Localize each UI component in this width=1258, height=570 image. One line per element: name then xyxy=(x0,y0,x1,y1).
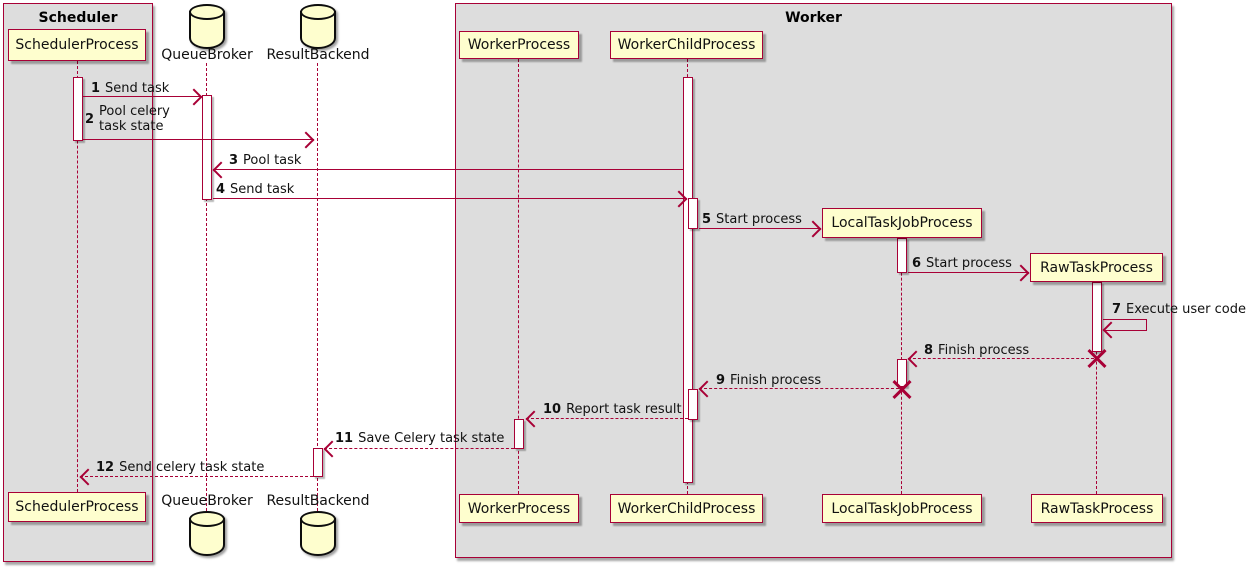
message-9-line xyxy=(699,388,899,389)
message-6-line xyxy=(908,272,1029,273)
activation-workerchildprocess-nested-1 xyxy=(688,198,698,229)
participant-workerprocess-bottom: WorkerProcess xyxy=(459,494,579,523)
destroy-x-icon xyxy=(892,379,912,399)
group-worker-title: Worker xyxy=(785,10,842,26)
participant-resultbackend-bottom: ResultBackend xyxy=(266,493,370,509)
message-1-line xyxy=(83,96,202,97)
lifeline-workerprocess xyxy=(518,59,519,494)
participant-schedulerprocess-top: SchedulerProcess xyxy=(8,29,146,61)
database-icon-queuebroker-bottom xyxy=(189,511,225,558)
message-10-line xyxy=(526,418,688,419)
lifeline-queuebroker xyxy=(206,63,207,511)
activation-schedulerprocess xyxy=(73,77,83,141)
message-3-line xyxy=(213,169,683,170)
activation-workerprocess xyxy=(514,419,524,449)
participant-rawtaskprocess-bottom: RawTaskProcess xyxy=(1031,494,1163,523)
activation-localtaskjobprocess-1 xyxy=(897,238,907,273)
participant-resultbackend-top: ResultBackend xyxy=(266,47,370,63)
message-5-line xyxy=(699,228,821,229)
participant-localtaskjobprocess-bottom: LocalTaskJobProcess xyxy=(822,494,982,523)
participant-workerprocess-top: WorkerProcess xyxy=(459,31,579,59)
arrowhead-right-icon xyxy=(185,88,203,106)
destroy-x-icon xyxy=(1087,348,1107,368)
message-12-line xyxy=(80,476,313,477)
activation-workerchildprocess-main xyxy=(683,77,693,483)
lifeline-schedulerprocess xyxy=(77,61,78,492)
participant-rawtaskprocess-created: RawTaskProcess xyxy=(1030,253,1163,282)
group-scheduler-title: Scheduler xyxy=(38,10,118,26)
message-8-line xyxy=(908,358,1094,359)
message-2-line xyxy=(83,139,314,140)
activation-workerchildprocess-nested-2 xyxy=(688,389,698,420)
message-4-line xyxy=(213,198,687,199)
participant-localtaskjobprocess-created: LocalTaskJobProcess xyxy=(822,208,982,238)
activation-rawtaskprocess xyxy=(1092,282,1102,352)
participant-workerchildprocess-bottom: WorkerChildProcess xyxy=(610,494,763,523)
database-icon-queuebroker-top xyxy=(189,4,225,51)
participant-workerchildprocess-top: WorkerChildProcess xyxy=(610,31,763,59)
lifeline-resultbackend xyxy=(317,63,318,511)
participant-schedulerprocess-bottom: SchedulerProcess xyxy=(8,492,146,522)
participant-queuebroker-bottom: QueueBroker xyxy=(161,493,253,509)
activation-resultbackend xyxy=(313,448,323,477)
database-icon-resultbackend-bottom xyxy=(300,511,336,558)
database-icon-resultbackend-top xyxy=(300,4,336,51)
arrowhead-left-icon xyxy=(212,161,230,179)
arrowhead-right-icon xyxy=(297,131,315,149)
activation-queuebroker xyxy=(202,95,212,200)
participant-queuebroker-top: QueueBroker xyxy=(161,47,253,63)
message-11-line xyxy=(324,448,514,449)
lifeline-rawtaskprocess xyxy=(1096,282,1097,494)
message-7-self-loop xyxy=(1103,319,1147,331)
